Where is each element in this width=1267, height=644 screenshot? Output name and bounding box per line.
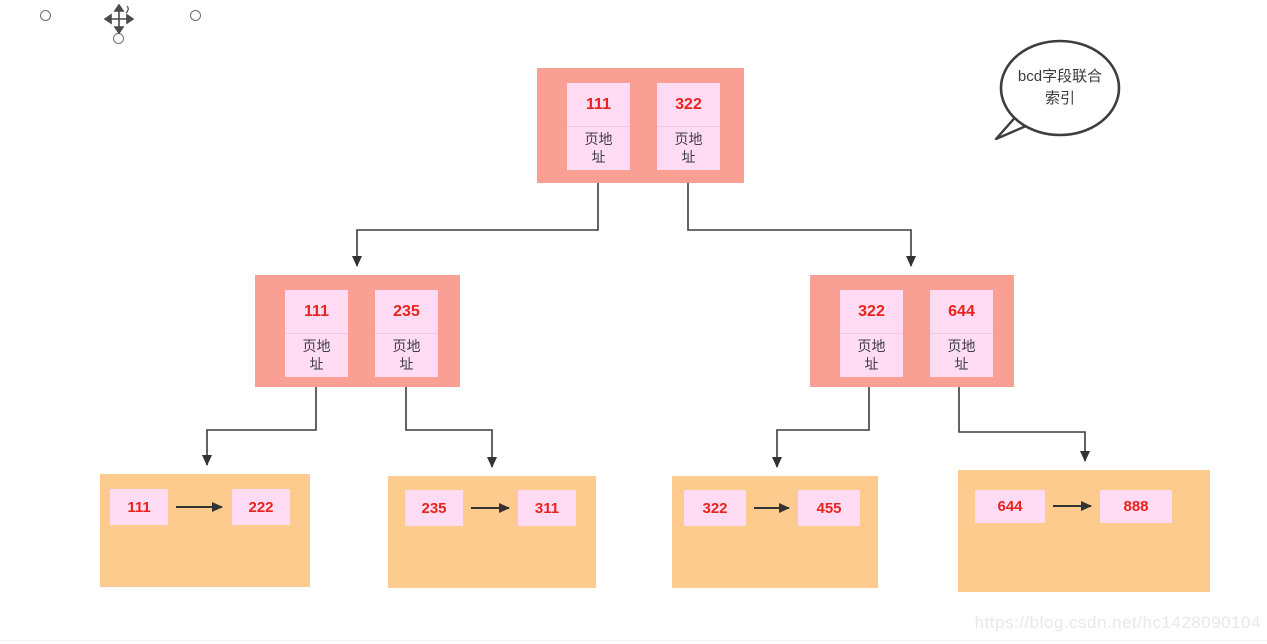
bubble-label: bcd字段联合索引 bbox=[1017, 68, 1103, 107]
page-address-label: 页地址 bbox=[584, 131, 613, 165]
index-key: 322 bbox=[840, 290, 903, 334]
page-address-label: 页地址 bbox=[674, 131, 703, 165]
index-key: 322 bbox=[657, 83, 720, 127]
selection-handle[interactable] bbox=[113, 33, 124, 44]
index-entry: 322 页地址 bbox=[657, 83, 720, 170]
btree-leaf-node[interactable]: 644 888 bbox=[958, 470, 1210, 592]
index-key: 235 bbox=[375, 290, 438, 334]
btree-leaf-node[interactable]: 322 455 bbox=[672, 476, 878, 588]
index-key: 111 bbox=[285, 290, 348, 334]
btree-leaf-node[interactable]: 111 222 bbox=[100, 474, 310, 587]
leaf-key: 322 bbox=[684, 490, 746, 526]
index-entry: 322 页地址 bbox=[840, 290, 903, 377]
page-address-label: 页地址 bbox=[947, 338, 976, 372]
page-address-label: 页地址 bbox=[302, 338, 331, 372]
speech-bubble[interactable] bbox=[985, 35, 1145, 155]
btree-root-node[interactable]: 111 页地址 322 页地址 bbox=[537, 68, 744, 183]
leaf-value: 311 bbox=[518, 490, 576, 526]
leaf-key: 111 bbox=[110, 489, 168, 525]
footer-divider bbox=[0, 640, 1267, 641]
index-key: 111 bbox=[567, 83, 630, 127]
leaf-value: 222 bbox=[232, 489, 290, 525]
leaf-key: 644 bbox=[975, 490, 1045, 523]
leaf-value: 888 bbox=[1100, 490, 1172, 523]
index-key: 644 bbox=[930, 290, 993, 334]
move-cursor-icon[interactable] bbox=[104, 4, 134, 34]
index-entry: 111 页地址 bbox=[285, 290, 348, 377]
index-entry: 111 页地址 bbox=[567, 83, 630, 170]
selection-handle[interactable] bbox=[40, 10, 51, 21]
page-address-label: 页地址 bbox=[392, 338, 421, 372]
btree-internal-node-left[interactable]: 111 页地址 235 页地址 bbox=[255, 275, 460, 387]
csdn-watermark: https://blog.csdn.net/hc1428090104 bbox=[974, 613, 1261, 632]
index-entry: 235 页地址 bbox=[375, 290, 438, 377]
leaf-value: 455 bbox=[798, 490, 860, 526]
btree-internal-node-right[interactable]: 322 页地址 644 页地址 bbox=[810, 275, 1014, 387]
selection-handle[interactable] bbox=[190, 10, 201, 21]
index-entry: 644 页地址 bbox=[930, 290, 993, 377]
leaf-key: 235 bbox=[405, 490, 463, 526]
page-address-label: 页地址 bbox=[857, 338, 886, 372]
btree-leaf-node[interactable]: 235 311 bbox=[388, 476, 596, 588]
